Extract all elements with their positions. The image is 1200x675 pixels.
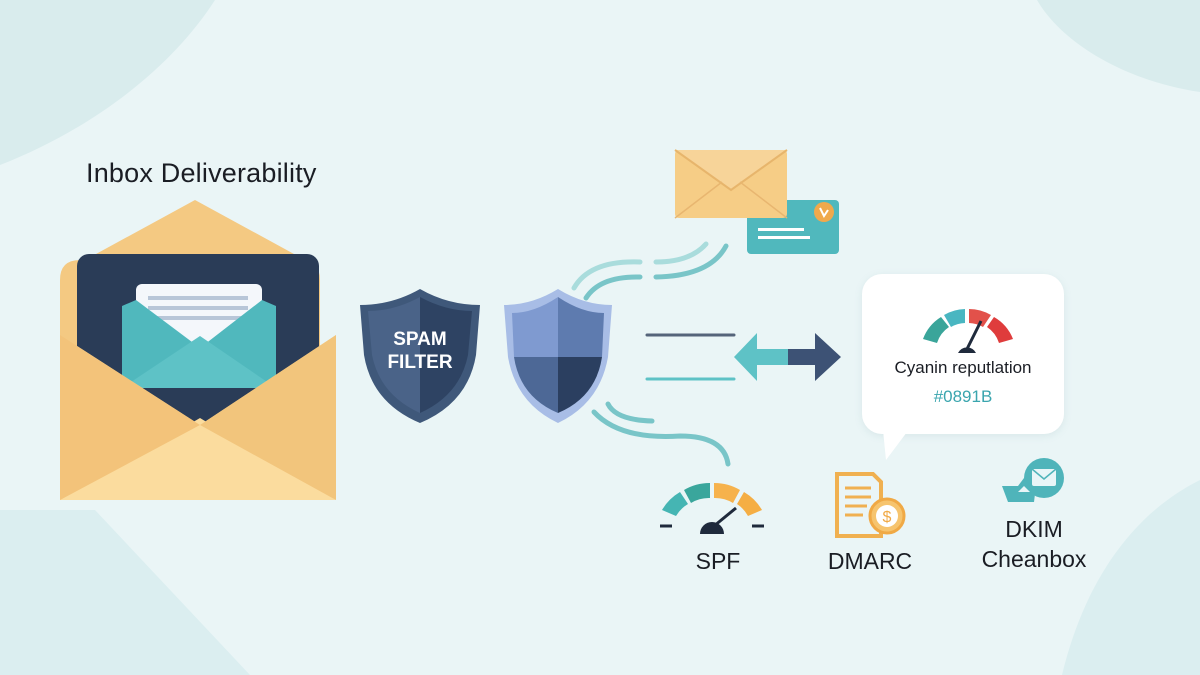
spf-gauge-icon [660, 482, 764, 534]
chat-envelope-icon [1002, 458, 1064, 502]
reputation-code: #0891B [933, 387, 993, 406]
reputation-label: Cyanin reputlation [894, 358, 1032, 377]
security-shield-icon [504, 289, 612, 423]
spam-filter-label: SPAM FILTER [362, 328, 478, 374]
bidirectional-arrow-icon [645, 333, 841, 381]
page-title: Inbox Deliverability [86, 158, 317, 188]
spf-label: SPF [695, 548, 741, 574]
spam-filter-shield-icon [360, 289, 480, 423]
dkim-label-line2: Cheanbox [981, 546, 1087, 572]
reputation-gauge-icon [923, 309, 1013, 353]
spam-filter-line1: SPAM [393, 329, 447, 350]
reputation-bubble [862, 274, 1064, 434]
email-card-icon [674, 149, 839, 254]
bubble-tail [882, 420, 916, 460]
spam-filter-line2: FILTER [387, 352, 453, 373]
dkim-label-line1: DKIM [1005, 516, 1063, 542]
dkim-label: DKIM Cheanbox [964, 514, 1104, 574]
document-dollar-icon: $ [835, 472, 906, 538]
open-envelope-icon [60, 200, 336, 500]
flow-lines [571, 241, 731, 467]
dmarc-label: DMARC [827, 548, 913, 574]
svg-text:$: $ [883, 509, 892, 526]
